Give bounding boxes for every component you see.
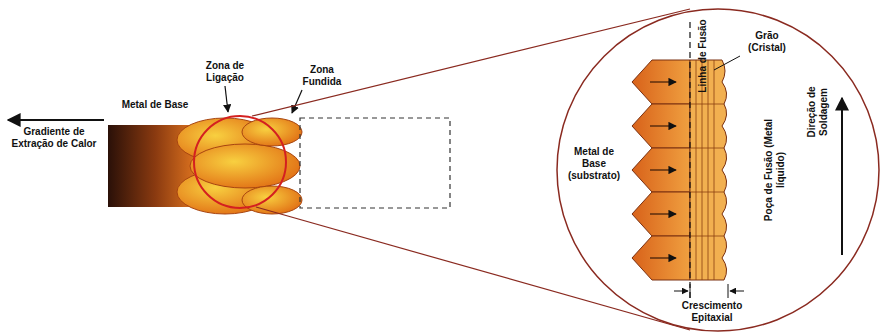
drawing-polygon: [632, 148, 690, 192]
drawing-line: [690, 284, 691, 298]
drawing-line: [650, 125, 676, 126]
drawing-ellipse: [242, 118, 302, 146]
leader-arrow: [225, 86, 228, 112]
drawing-line: [702, 60, 703, 280]
leader-arrow: [292, 90, 302, 113]
fusion-line-label: Linha de Fusão: [697, 8, 709, 104]
epitaxial-dimension: [674, 284, 744, 298]
drawing-polygon: [632, 60, 690, 104]
substrate-label: Metal de Base (substrato): [562, 146, 626, 182]
dendrite-lines: [690, 60, 724, 280]
drawing-line: [674, 291, 688, 292]
drawing-line: [650, 213, 676, 214]
base-metal-label: Metal de Base: [120, 99, 190, 111]
future-weld-outline: [300, 118, 450, 208]
bond-zone-label: Zona de Ligação: [195, 60, 255, 84]
drawing-line: [690, 192, 724, 193]
heat-arrow: [8, 119, 104, 121]
drawing-line: [708, 60, 709, 280]
drawing-line: [728, 284, 729, 298]
drawing-line: [714, 60, 715, 280]
drawing-polygon: [632, 104, 690, 148]
weld-beads: [177, 118, 302, 214]
drawing-line: [730, 291, 744, 292]
columnar-grains: [690, 60, 727, 280]
fusion-line: [689, 22, 690, 300]
drawing-line: [650, 81, 676, 82]
drawing-ellipse: [242, 186, 302, 214]
drawing-line: [650, 257, 676, 258]
weld-pool-label: Poça de Fusão (Metal líquido): [763, 115, 787, 225]
epitaxial-growth-label: Crescimento Epitaxial: [674, 300, 750, 324]
drawing-polygon: [632, 236, 690, 280]
drawing-line: [696, 60, 697, 280]
drawing-line: [650, 169, 676, 170]
welding-direction-label: Direção de Soldagem: [806, 76, 830, 148]
grain-label: Grão (Cristal): [736, 30, 798, 54]
drawing-line: [690, 236, 724, 237]
drawing-polygon: [632, 192, 690, 236]
heat-gradient-label: Gradiente de Extração de Calor: [6, 126, 102, 150]
direction-arrow: [841, 98, 843, 255]
drawing-line: [690, 148, 724, 149]
zoom-circle: [194, 116, 286, 208]
fused-zone-label: Zona Fundida: [292, 64, 352, 88]
grain-leader: [714, 56, 740, 70]
base-grains: [632, 60, 690, 280]
drawing-line: [690, 104, 724, 105]
magnified-circle: [557, 9, 879, 331]
grain-arrows: [650, 82, 676, 258]
drawing-ellipse: [190, 144, 300, 188]
